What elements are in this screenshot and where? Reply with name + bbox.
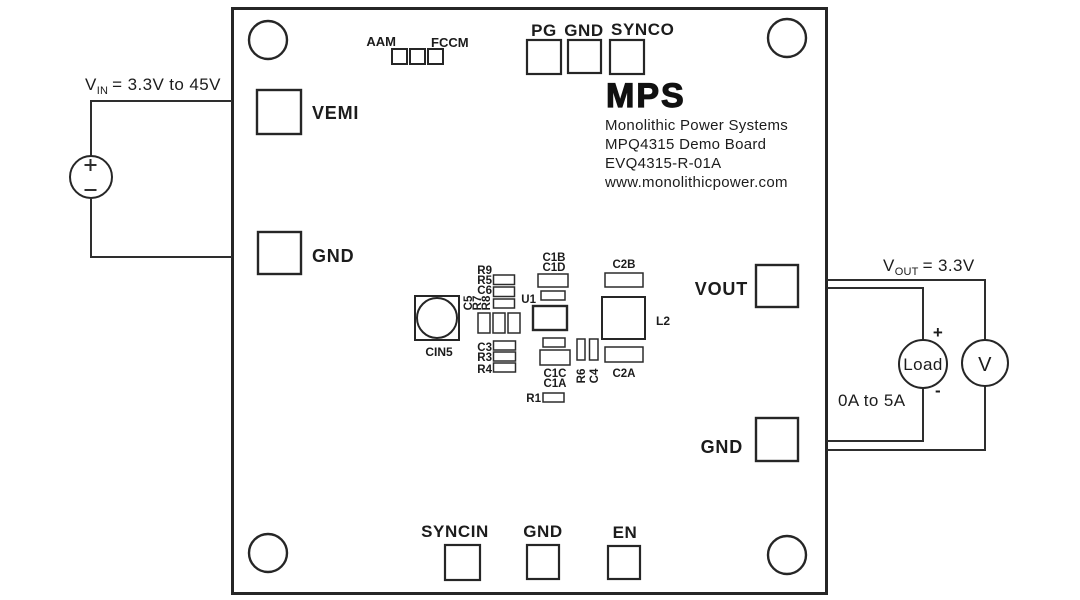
mounting-hole-bottom-left [247, 532, 289, 574]
vemi-label: VEMI [312, 103, 359, 123]
r8-body [507, 312, 521, 334]
en-label: EN [613, 523, 638, 542]
c1a-body [539, 349, 571, 366]
gnd-right-label: GND [701, 437, 743, 457]
mounting-hole-top-left [247, 19, 289, 61]
c2a-label: C2A [612, 368, 635, 380]
mounting-hole-top-right [766, 17, 808, 59]
c2a-body [604, 346, 644, 363]
r7-label: R7 [472, 296, 484, 311]
syncin-pad [443, 543, 482, 582]
c5-label: C5 [463, 295, 475, 310]
gnd-top-label: GND [564, 21, 604, 40]
c2b-body [604, 272, 644, 288]
r8-label: R8 [481, 295, 493, 310]
meter-wire-top [827, 279, 986, 340]
vout-pad [754, 263, 800, 309]
gnd-left-label: GND [312, 246, 354, 266]
load-range-label: 0A to 5A [838, 391, 906, 410]
synco-label: SYNCO [611, 20, 674, 39]
c1d-body [537, 273, 569, 288]
r6-body [576, 338, 586, 361]
c1b-body [540, 290, 566, 301]
c3-body [492, 340, 517, 351]
r4-body [492, 362, 517, 373]
vin-wire-top [90, 100, 232, 156]
c6-label: C6 [477, 285, 492, 297]
gnd-bottom-pad [525, 543, 561, 581]
c6-body [492, 298, 516, 309]
r5-label: R5 [477, 275, 492, 287]
r6-label: R6 [576, 369, 588, 384]
c4-label: C4 [589, 368, 601, 383]
c1c-body [542, 337, 566, 348]
meter-wire-bottom [827, 386, 986, 451]
voltmeter-circle [961, 339, 1009, 387]
company-name: Monolithic Power Systems [605, 117, 788, 134]
vout-annotation: VOUT= 3.3V [883, 256, 975, 278]
r7-body [492, 312, 506, 334]
load-wire-bottom [827, 388, 924, 442]
r9-label: R9 [477, 265, 492, 277]
gnd-bottom-label: GND [523, 522, 563, 541]
pg-label: PG [531, 21, 557, 40]
c1b-label: C1B [542, 252, 565, 264]
c4-body [588, 338, 599, 361]
load-minus-sign: - [935, 381, 941, 400]
mounting-hole-bottom-right [766, 534, 808, 576]
fccm-label: FCCM [431, 35, 469, 50]
r9-body [492, 274, 516, 286]
gnd-right-pad [754, 416, 800, 463]
pg-pad [525, 38, 563, 76]
aam-label: AAM [366, 34, 396, 49]
vout-label: VOUT [695, 279, 748, 299]
c1c-label: C1C [543, 368, 566, 380]
source-plus-sign [84, 159, 97, 171]
r1-body [542, 392, 565, 403]
load-circle [898, 339, 948, 389]
mode-pad-3 [427, 48, 444, 65]
vin-annotation: VIN= 3.3V to 45V [85, 75, 221, 97]
board-outline [231, 7, 828, 595]
load-plus-sign: + [933, 323, 943, 342]
synco-pad [608, 38, 646, 76]
r5-body [492, 286, 516, 298]
syncin-label: SYNCIN [421, 522, 489, 541]
r4-label: R4 [477, 364, 492, 376]
load-label: Load [903, 355, 942, 374]
product-name: MPQ4315 Demo Board [605, 136, 766, 153]
mps-logo: MPS [606, 77, 686, 115]
mode-pad-1 [391, 48, 408, 65]
u1-label: U1 [521, 294, 536, 306]
website: www.monolithicpower.com [604, 174, 788, 191]
vemi-pad [255, 88, 303, 136]
c1d-label: C1D [542, 262, 565, 274]
c3-label: C3 [477, 342, 492, 354]
board-id: EVQ4315-R-01A [605, 155, 721, 172]
r3-label: R3 [477, 352, 492, 364]
c1a-label: C1A [543, 378, 566, 390]
c5-body [477, 312, 491, 334]
r1-label: R1 [526, 393, 541, 405]
c2b-label: C2B [612, 259, 635, 271]
u1-body [531, 304, 569, 332]
load-wire-top [827, 287, 924, 340]
mode-pad-2 [409, 48, 426, 65]
cin5-label: CIN5 [425, 345, 453, 359]
l2-label: L2 [656, 314, 670, 328]
en-pad [606, 544, 642, 581]
l2-body [601, 296, 646, 340]
vin-wire-bottom [90, 198, 232, 258]
gnd-left-pad [256, 230, 303, 276]
r3-body [492, 351, 517, 362]
gnd-top-pad [566, 38, 603, 75]
voltmeter-label: V [978, 354, 992, 376]
cin5-body [416, 297, 458, 339]
